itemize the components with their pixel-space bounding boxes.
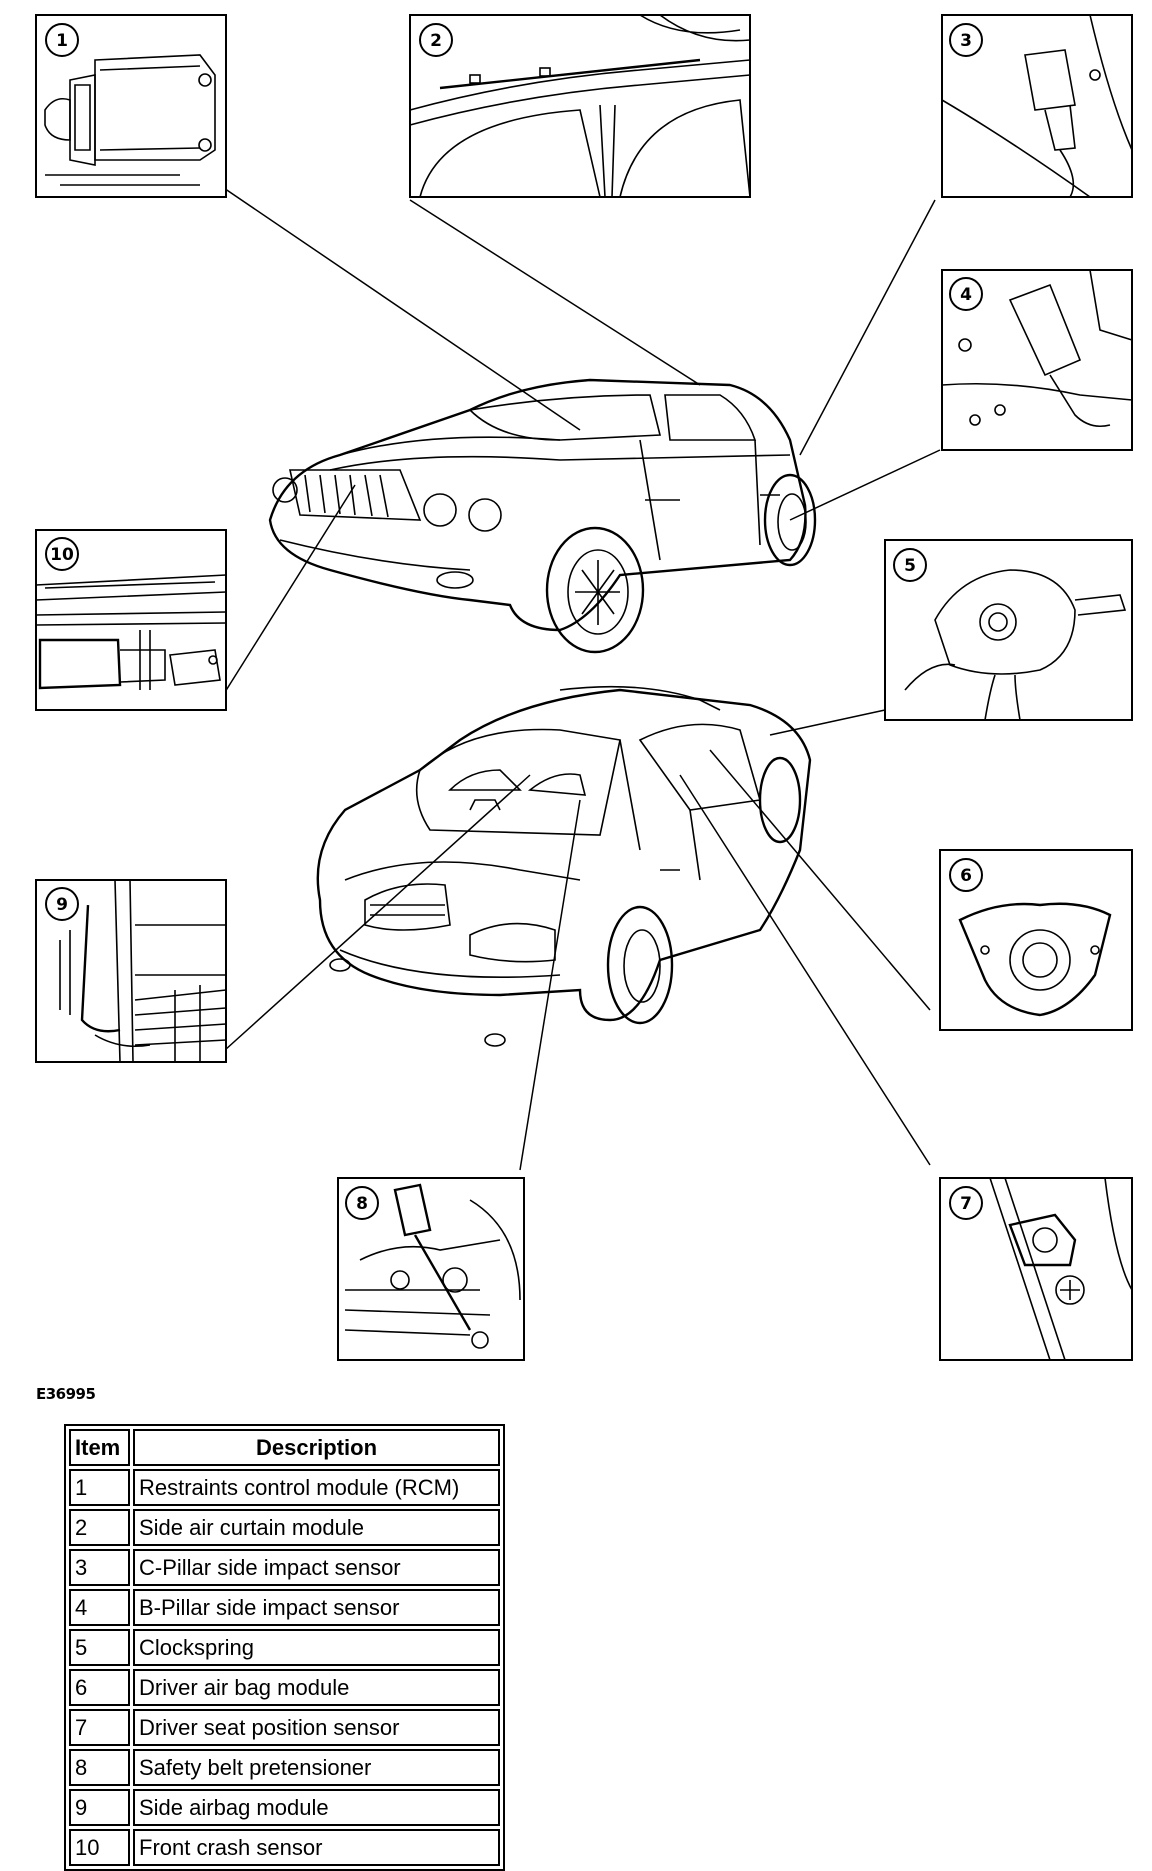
svg-text:10: 10 [50, 545, 74, 565]
rear-car-illustration [316, 685, 812, 1047]
legend-item-number: 2 [69, 1509, 130, 1546]
callout-badge-6: 6 [949, 858, 983, 892]
callout-leader-lines [189, 164, 941, 1171]
legend-item-description: C-Pillar side impact sensor [133, 1549, 500, 1586]
svg-text:9: 9 [56, 895, 68, 915]
svg-text:3: 3 [960, 31, 972, 51]
legend-item-description: B-Pillar side impact sensor [133, 1589, 500, 1626]
legend-item-number: 4 [69, 1589, 130, 1626]
svg-text:6: 6 [960, 866, 972, 886]
legend-item-number: 5 [69, 1629, 130, 1666]
table-row: 9 Side airbag module [69, 1789, 500, 1826]
legend-item-description: Safety belt pretensioner [133, 1749, 500, 1786]
legend-item-number: 3 [69, 1549, 130, 1586]
legend-item-number: 6 [69, 1669, 130, 1706]
legend-item-description: Restraints control module (RCM) [133, 1469, 500, 1506]
legend-item-description: Front crash sensor [133, 1829, 500, 1866]
inset-4-b-pillar-sensor [941, 269, 1133, 451]
table-row: 10 Front crash sensor [69, 1829, 500, 1866]
callout-badge-10: 10 [45, 537, 79, 571]
legend-header-description: Description [133, 1429, 500, 1466]
callout-badge-3: 3 [949, 23, 983, 57]
legend-item-number: 10 [69, 1829, 130, 1866]
legend-item-number: 1 [69, 1469, 130, 1506]
svg-text:8: 8 [356, 1194, 368, 1214]
callout-badge-8: 8 [345, 1186, 379, 1220]
legend-header-row: Item Description [69, 1429, 500, 1466]
table-row: 1 Restraints control module (RCM) [69, 1469, 500, 1506]
front-car-illustration [268, 378, 817, 654]
table-row: 4 B-Pillar side impact sensor [69, 1589, 500, 1626]
svg-text:1: 1 [56, 31, 68, 51]
legend-item-number: 7 [69, 1709, 130, 1746]
legend-item-number: 8 [69, 1749, 130, 1786]
legend-item-description: Side airbag module [133, 1789, 500, 1826]
inset-2-side-air-curtain [409, 14, 751, 198]
table-row: 6 Driver air bag module [69, 1669, 500, 1706]
legend-item-number: 9 [69, 1789, 130, 1826]
legend-table: Item Description 1 Restraints control mo… [64, 1424, 505, 1871]
inset-1-rcm [35, 14, 227, 198]
restraints-system-diagram: 1 2 3 4 5 6 7 8 9 10 [35, 14, 1133, 1361]
svg-text:7: 7 [960, 1194, 972, 1214]
callout-badge-7: 7 [949, 1186, 983, 1220]
table-row: 8 Safety belt pretensioner [69, 1749, 500, 1786]
table-row: 3 C-Pillar side impact sensor [69, 1549, 500, 1586]
callout-badge-9: 9 [45, 887, 79, 921]
svg-text:2: 2 [430, 31, 442, 51]
table-row: 7 Driver seat position sensor [69, 1709, 500, 1746]
table-row: 2 Side air curtain module [69, 1509, 500, 1546]
svg-text:4: 4 [960, 285, 972, 305]
callout-badge-2: 2 [419, 23, 453, 57]
callout-badge-5: 5 [893, 548, 927, 582]
callout-badge-1: 1 [45, 23, 79, 57]
legend-item-description: Driver air bag module [133, 1669, 500, 1706]
callout-badge-4: 4 [949, 277, 983, 311]
legend-item-description: Side air curtain module [133, 1509, 500, 1546]
svg-text:5: 5 [904, 556, 916, 576]
legend-header-item: Item [69, 1429, 130, 1466]
figure-id: E36995 [36, 1385, 96, 1403]
legend-item-description: Clockspring [133, 1629, 500, 1666]
table-row: 5 Clockspring [69, 1629, 500, 1666]
legend-item-description: Driver seat position sensor [133, 1709, 500, 1746]
